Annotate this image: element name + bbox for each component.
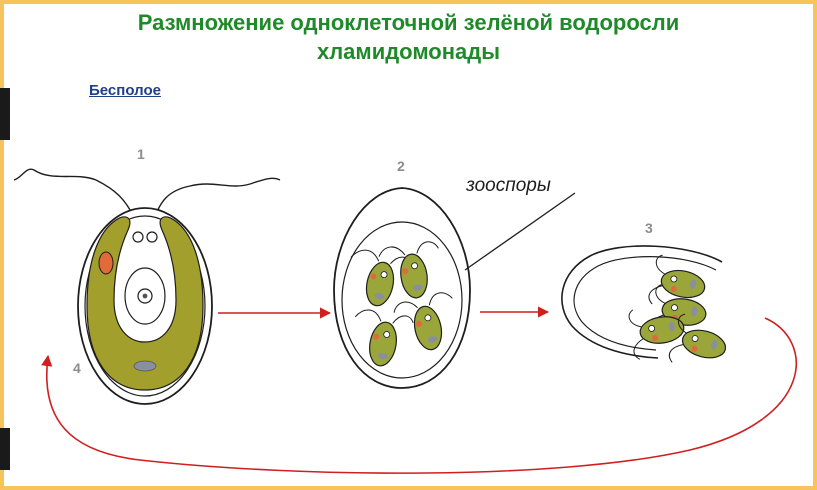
nucleolus <box>143 294 148 299</box>
eyespot <box>99 252 113 274</box>
sporangium <box>334 188 575 388</box>
pyrenoid <box>134 361 156 371</box>
stage-label-4: 4 <box>73 360 81 376</box>
stage-label-1: 1 <box>137 146 145 162</box>
stage-label-3: 3 <box>645 220 653 236</box>
contractile-vacuole-right <box>147 232 157 242</box>
zoospore-label: зооспоры <box>465 175 551 196</box>
mature-cell <box>14 169 280 404</box>
stage-label-2: 2 <box>397 158 405 174</box>
contractile-vacuole-left <box>133 232 143 242</box>
zoospore-release <box>562 246 732 375</box>
zoospore-pointer-line <box>465 193 575 270</box>
sporangium-membrane <box>342 222 462 378</box>
